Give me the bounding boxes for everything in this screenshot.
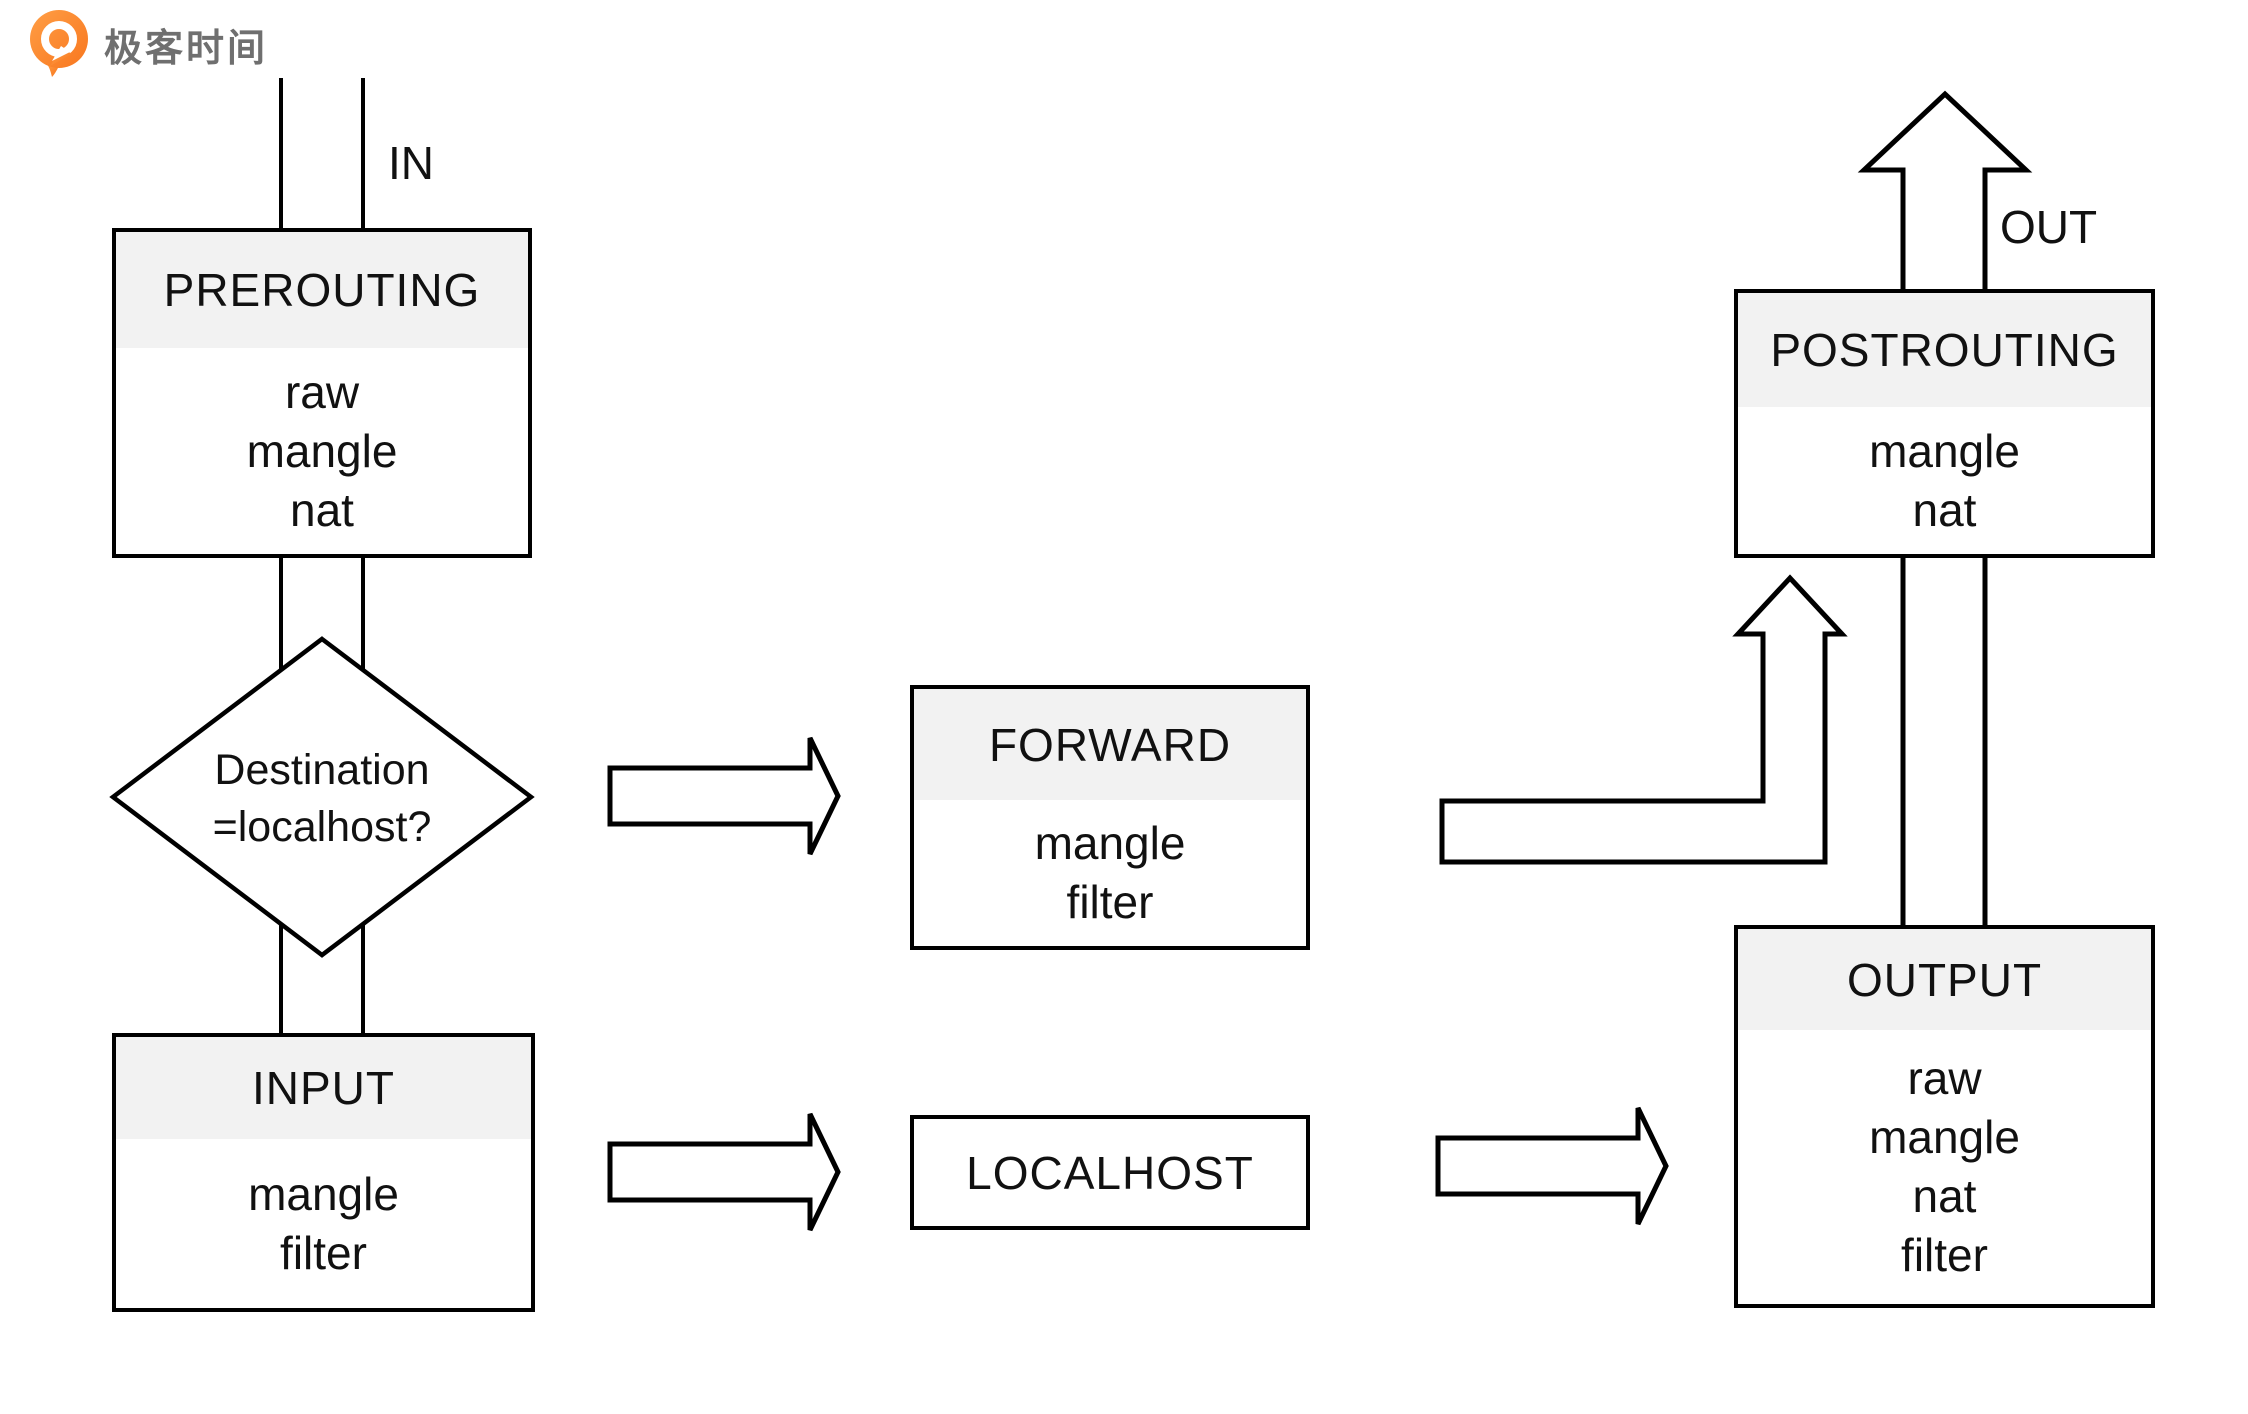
output-chain-box: OUTPUT raw mangle nat filter — [1734, 925, 2155, 1308]
block-arrow-to-forward — [607, 736, 841, 856]
postrouting-chain-box: POSTROUTING mangle nat — [1734, 289, 2155, 558]
table-name: filter — [1066, 876, 1154, 928]
table-name: filter — [1901, 1229, 1988, 1281]
prerouting-tables: raw mangle nat — [116, 348, 528, 554]
geektime-logo: 极客时间 — [28, 8, 268, 80]
forward-title: FORWARD — [914, 689, 1306, 800]
table-name: nat — [290, 483, 354, 536]
table-name: mangle — [246, 424, 398, 477]
prerouting-chain-box: PREROUTING raw mangle nat — [112, 228, 532, 558]
prerouting-title: PREROUTING — [116, 232, 528, 348]
table-name: mangle — [1869, 424, 2020, 477]
block-arrow-to-localhost — [607, 1112, 841, 1232]
out-label: OUT — [2000, 201, 2098, 253]
table-name: mangle — [248, 1167, 399, 1220]
localhost-title: LOCALHOST — [914, 1119, 1306, 1226]
table-name: mangle — [1869, 1111, 2020, 1163]
decision-line-2: =localhost? — [212, 803, 432, 851]
forward-tables: mangle filter — [914, 800, 1306, 946]
table-name: filter — [280, 1226, 367, 1279]
input-title: INPUT — [116, 1037, 531, 1139]
postrouting-title: POSTROUTING — [1738, 293, 2151, 407]
in-label: IN — [388, 137, 434, 189]
table-name: nat — [1912, 1170, 1977, 1222]
output-title: OUTPUT — [1738, 929, 2151, 1030]
table-name: nat — [1912, 483, 1977, 536]
table-name: mangle — [1034, 817, 1186, 869]
input-tables: mangle filter — [116, 1139, 531, 1308]
table-name: raw — [1907, 1052, 1982, 1104]
decision-diamond — [109, 636, 535, 958]
table-name: raw — [284, 365, 360, 418]
geektime-logo-icon — [30, 10, 88, 77]
elbow-arrow-forward-to-postrouting — [1439, 574, 1848, 865]
decision-line-1: Destination — [214, 746, 430, 794]
localhost-box: LOCALHOST — [910, 1115, 1310, 1230]
forward-chain-box: FORWARD mangle filter — [910, 685, 1310, 950]
decision-diamond-text: Destination =localhost? — [152, 742, 492, 856]
output-tables: raw mangle nat filter — [1738, 1030, 2151, 1304]
postrouting-tables: mangle nat — [1738, 407, 2151, 554]
geektime-logo-text: 极客时间 — [104, 27, 269, 70]
input-chain-box: INPUT mangle filter — [112, 1033, 535, 1312]
block-arrow-to-output — [1435, 1106, 1669, 1226]
